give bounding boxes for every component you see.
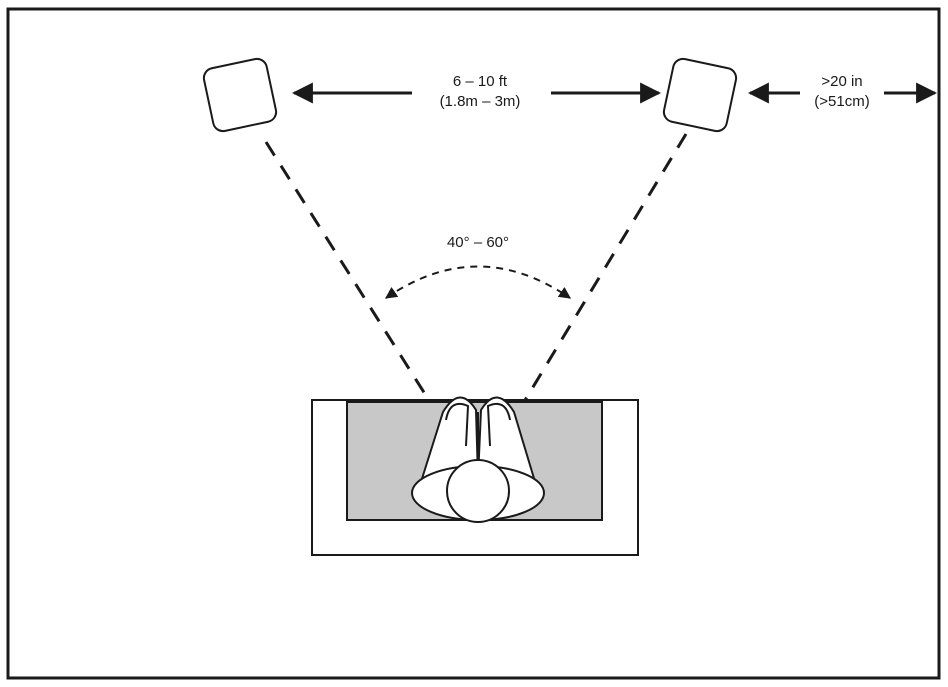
right-sight-line	[476, 133, 688, 479]
left-sight-line	[264, 141, 480, 479]
listener-head	[446, 459, 510, 523]
wall-distance-label-line2: (>51cm)	[814, 93, 869, 110]
speaker-distance-label-line2: (1.8m – 3m)	[440, 93, 521, 110]
listener	[411, 396, 545, 523]
room-outline	[6, 7, 941, 680]
listening-angle-label: 40° – 60°	[447, 234, 509, 251]
listener-right-foot	[486, 402, 511, 447]
speaker-distance-label-line1: 6 – 10 ft	[453, 73, 508, 90]
wall-distance-label-line1: >20 in	[821, 73, 862, 90]
left-speaker	[202, 57, 278, 133]
listener-left-foot	[445, 402, 470, 447]
listening-angle-arc	[385, 265, 571, 299]
right-speaker	[662, 57, 738, 133]
